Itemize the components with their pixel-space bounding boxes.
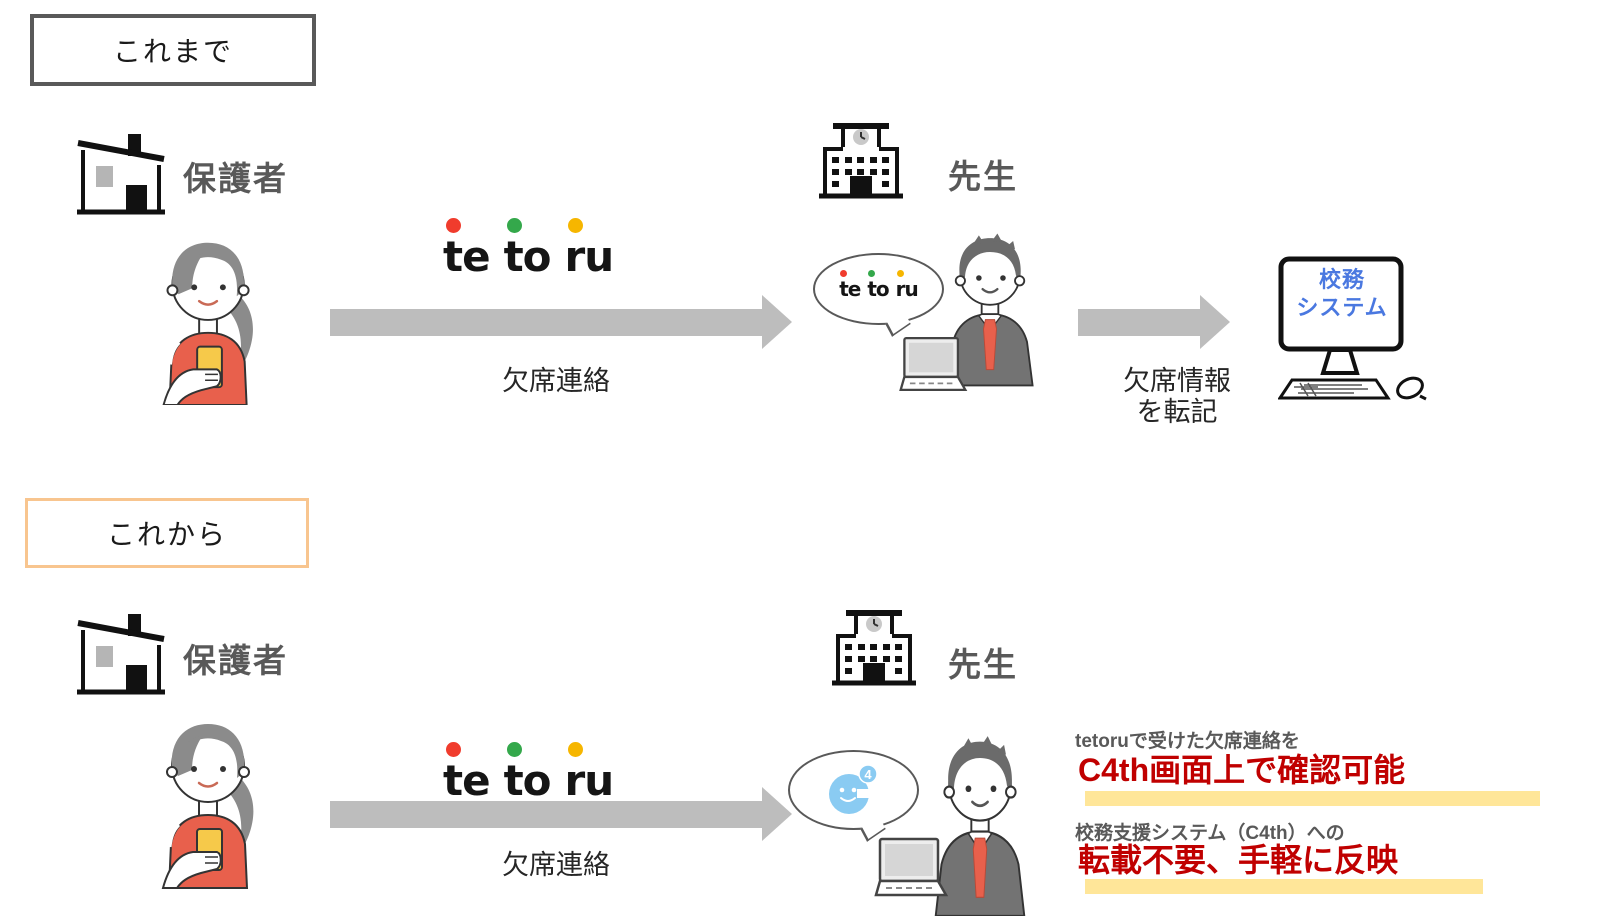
arrow-parent-to-teacher-head	[762, 787, 792, 841]
teacher-illustration	[940, 228, 1040, 390]
tetoru-dot-yellow-icon	[567, 742, 583, 757]
tetoru-dot-yellow-icon	[896, 270, 904, 277]
tetoru-dot-green-icon	[506, 742, 522, 757]
tetoru-dot-yellow-icon	[567, 218, 583, 233]
laptop-icon	[872, 836, 950, 898]
after-teacher-label: 先生	[948, 646, 1018, 683]
desktop-monitor-icon	[1278, 256, 1430, 401]
tetoru-dot-red-icon	[446, 218, 461, 233]
school-icon	[828, 607, 920, 687]
tetoru-logo: te to ru	[443, 742, 1597, 802]
tetoru-logo-mini: te to ru	[839, 270, 919, 299]
before-arrow1-caption: 欠席連絡	[502, 366, 610, 396]
before-arrow2-caption: 欠席情報 を転記	[1123, 366, 1231, 428]
after-section-label-box: これから	[25, 498, 309, 568]
tetoru-logo: te to ru	[443, 218, 1597, 278]
benefit2-highlight-bar	[1085, 879, 1483, 894]
benefit1-emphasis: C4th画面上で確認可能	[1078, 752, 1406, 788]
laptop-icon	[897, 336, 969, 392]
monitor-screen-label: 校務 システム	[1296, 267, 1388, 320]
arrow-parent-to-teacher-head	[762, 295, 792, 349]
house-icon	[75, 128, 167, 216]
tetoru-dot-red-icon	[840, 270, 848, 277]
tetoru-seg-to: to	[503, 232, 552, 281]
tetoru-dot-green-icon	[868, 270, 876, 277]
after-section-label: これから	[106, 519, 227, 550]
benefit1-highlight-bar	[1085, 791, 1540, 806]
arrow-parent-to-teacher	[330, 801, 762, 828]
before-section-label: これまで	[112, 36, 233, 67]
tetoru-dot-green-icon	[506, 218, 522, 233]
parent-illustration	[135, 703, 290, 891]
tetoru-seg-te: te	[443, 232, 491, 281]
benefit1-intro: tetoruで受けた欠席連絡を	[1075, 731, 1300, 752]
before-teacher-label: 先生	[948, 158, 1018, 195]
arrow-teacher-to-system	[1078, 309, 1200, 336]
before-section-label-box: これまで	[30, 14, 316, 86]
after-arrow1-caption: 欠席連絡	[502, 850, 610, 880]
benefit2-intro: 校務支援システム（C4th）への	[1075, 823, 1345, 844]
parent-illustration	[135, 225, 290, 405]
before-parent-label: 保護者	[183, 160, 288, 197]
school-icon	[815, 120, 907, 200]
tetoru-seg-ru: ru	[564, 232, 615, 281]
benefit2-emphasis: 転載不要、手軽に反映	[1078, 842, 1399, 878]
arrow-parent-to-teacher	[330, 309, 762, 336]
house-icon	[75, 608, 167, 696]
after-parent-label: 保護者	[183, 642, 288, 679]
tetoru-speech-bubble: te to ru	[813, 253, 944, 325]
c4th-logo-icon: 4	[828, 764, 878, 814]
c4th-badge: 4	[864, 767, 872, 782]
c4th-speech-bubble: 4	[788, 750, 919, 830]
arrow-teacher-to-system-head	[1200, 295, 1230, 349]
tetoru-dot-red-icon	[446, 742, 461, 757]
teacher-illustration	[928, 735, 1032, 916]
